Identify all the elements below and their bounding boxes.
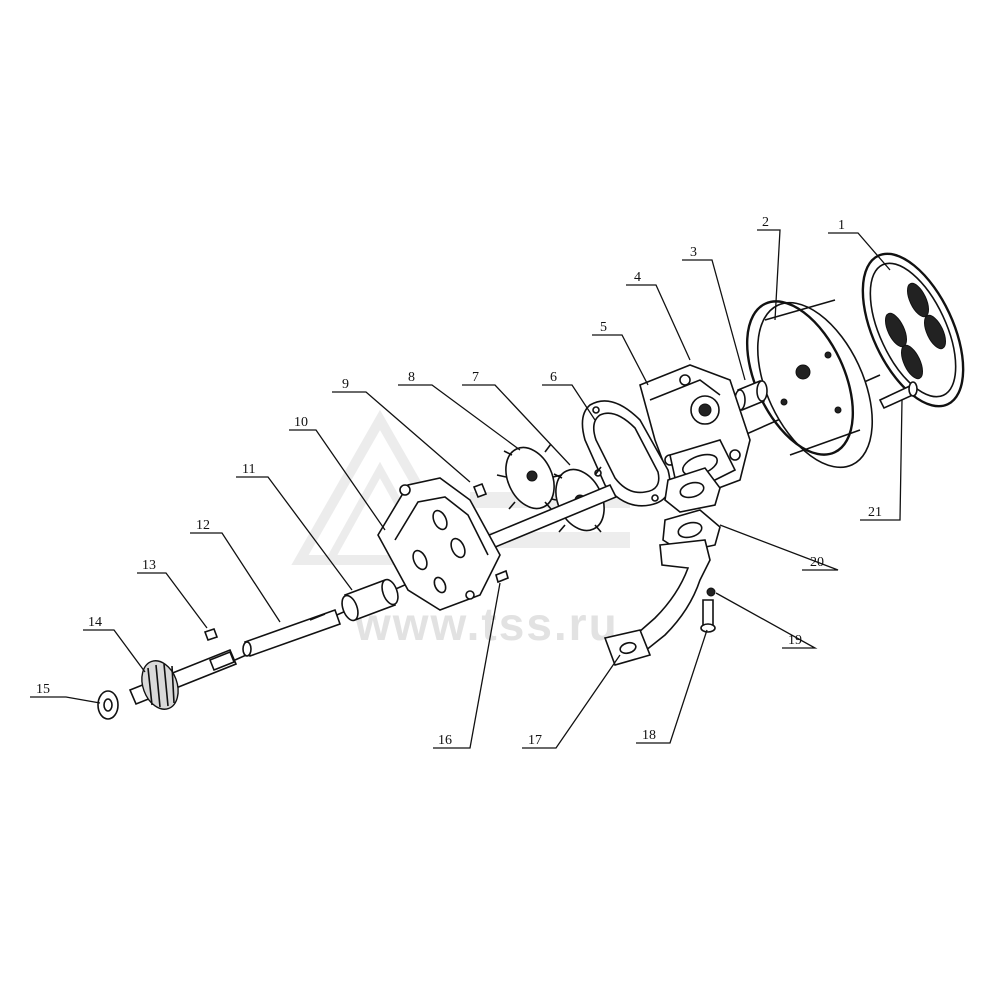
callout-4: 4 — [634, 270, 641, 285]
callout-leader-lines — [30, 229, 903, 749]
callout-numbers: 1 2 3 4 5 6 7 8 9 10 11 12 13 14 15 16 1… — [36, 215, 882, 748]
part-20-flange-gaskets — [662, 467, 721, 553]
callout-6: 6 — [550, 370, 557, 385]
part-9-pin — [472, 482, 488, 499]
part-12-drive-shaft — [242, 608, 342, 658]
part-3-bushing — [734, 379, 768, 412]
part-1-strainer-cover — [861, 252, 965, 408]
callout-16: 16 — [438, 733, 452, 748]
callout-10: 10 — [294, 415, 308, 430]
callout-20: 20 — [810, 555, 824, 570]
part-10-pump-cover — [377, 477, 501, 611]
callout-5: 5 — [600, 320, 607, 335]
part-15-washer — [97, 690, 119, 720]
callout-13: 13 — [142, 558, 156, 573]
part-11-sleeve — [341, 578, 399, 622]
callout-15: 15 — [36, 682, 50, 697]
part-8-drive-gear — [496, 443, 563, 510]
callout-1: 1 — [838, 218, 845, 233]
part-18-bolt — [700, 599, 716, 633]
callout-19: 19 — [788, 633, 802, 648]
callout-12: 12 — [196, 518, 210, 533]
part-21-screw — [878, 381, 918, 410]
callout-8: 8 — [408, 370, 415, 385]
callout-9: 9 — [342, 377, 349, 392]
callout-14: 14 — [88, 615, 102, 630]
part-6-gasket — [581, 400, 671, 507]
callout-18: 18 — [642, 728, 656, 743]
watermark-text: www.tss.ru — [354, 598, 619, 650]
callout-7: 7 — [472, 370, 479, 385]
part-13-key — [203, 627, 219, 642]
callout-21: 21 — [868, 505, 882, 520]
part-19-washer — [706, 587, 716, 597]
callout-17: 17 — [528, 733, 542, 748]
callout-3: 3 — [690, 245, 697, 260]
callout-11: 11 — [242, 462, 255, 477]
callout-2: 2 — [762, 215, 769, 230]
part-14-drive-gear — [128, 648, 238, 710]
part-16-small-pin — [495, 569, 509, 584]
part-17-outlet-pipe — [603, 539, 711, 666]
